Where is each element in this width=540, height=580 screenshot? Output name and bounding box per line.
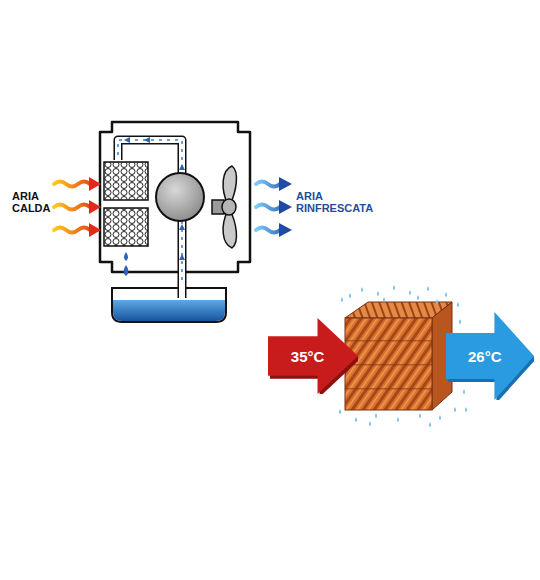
water-droplet — [419, 413, 421, 418]
water-droplet — [375, 413, 377, 418]
water-droplet — [457, 302, 459, 307]
water-droplet — [369, 421, 371, 426]
water-droplet — [439, 415, 441, 420]
hot-air-arrow: 35°C — [268, 318, 358, 394]
water-droplet — [397, 417, 399, 422]
water-droplet — [454, 407, 456, 412]
air-label: ARIA RINFRESCATA — [296, 190, 386, 214]
cool-air-arrow: 26°C — [446, 312, 534, 400]
water-droplet — [339, 409, 341, 414]
water-droplet — [465, 407, 467, 412]
water-droplet — [417, 295, 419, 300]
air-label: ARIA CALDA — [12, 190, 52, 214]
temperature-value: 35°C — [291, 348, 325, 365]
water-droplet — [445, 292, 447, 297]
water-droplet — [349, 293, 351, 298]
water-droplet — [383, 297, 385, 302]
water-droplet — [463, 389, 465, 394]
water-droplet — [341, 297, 343, 302]
water-droplet — [429, 422, 431, 427]
temperature-value: 26°C — [468, 348, 502, 365]
water-droplet — [427, 286, 429, 291]
water-droplet — [355, 417, 357, 422]
water-droplet — [393, 285, 395, 290]
water-droplet — [459, 319, 461, 324]
water-droplet — [377, 291, 379, 296]
water-droplet — [436, 299, 438, 304]
water-droplet — [361, 287, 363, 292]
water-droplet — [409, 290, 411, 295]
